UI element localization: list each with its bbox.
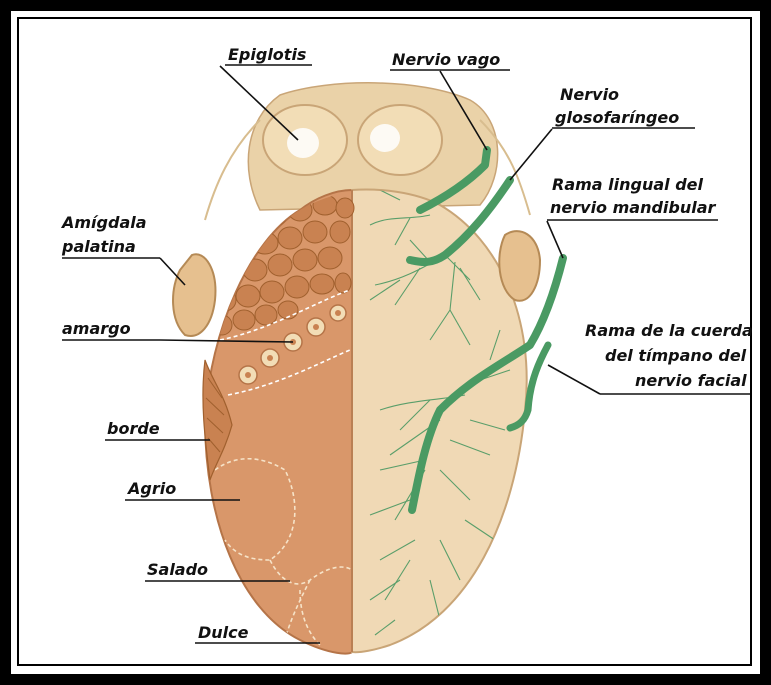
label-borde: borde [107, 419, 160, 438]
label-cuerda-line3: nervio facial [635, 371, 747, 390]
label-epiglotis: Epiglotis [228, 45, 306, 64]
label-glosofaringeo-line1: Nervio [560, 85, 619, 104]
tongue-body [205, 190, 527, 654]
label-cuerda-line1: Rama de la cuerda [585, 321, 753, 340]
label-glosofaringeo-line2: glosofaríngeo [555, 108, 679, 127]
label-amigdala-line2: palatina [61, 237, 136, 256]
label-rama-lingual-line1: Rama lingual del [552, 175, 704, 194]
label-dulce: Dulce [198, 623, 249, 642]
label-salado: Salado [147, 560, 208, 579]
label-amigdala-line1: Amígdala [60, 213, 147, 232]
label-nervio-vago: Nervio vago [392, 50, 500, 69]
label-cuerda-line2: del tímpano del [605, 346, 747, 365]
label-rama-lingual-line2: nervio mandibular [550, 198, 717, 217]
label-agrio: Agrio [126, 479, 176, 498]
label-amargo: amargo [62, 319, 131, 338]
